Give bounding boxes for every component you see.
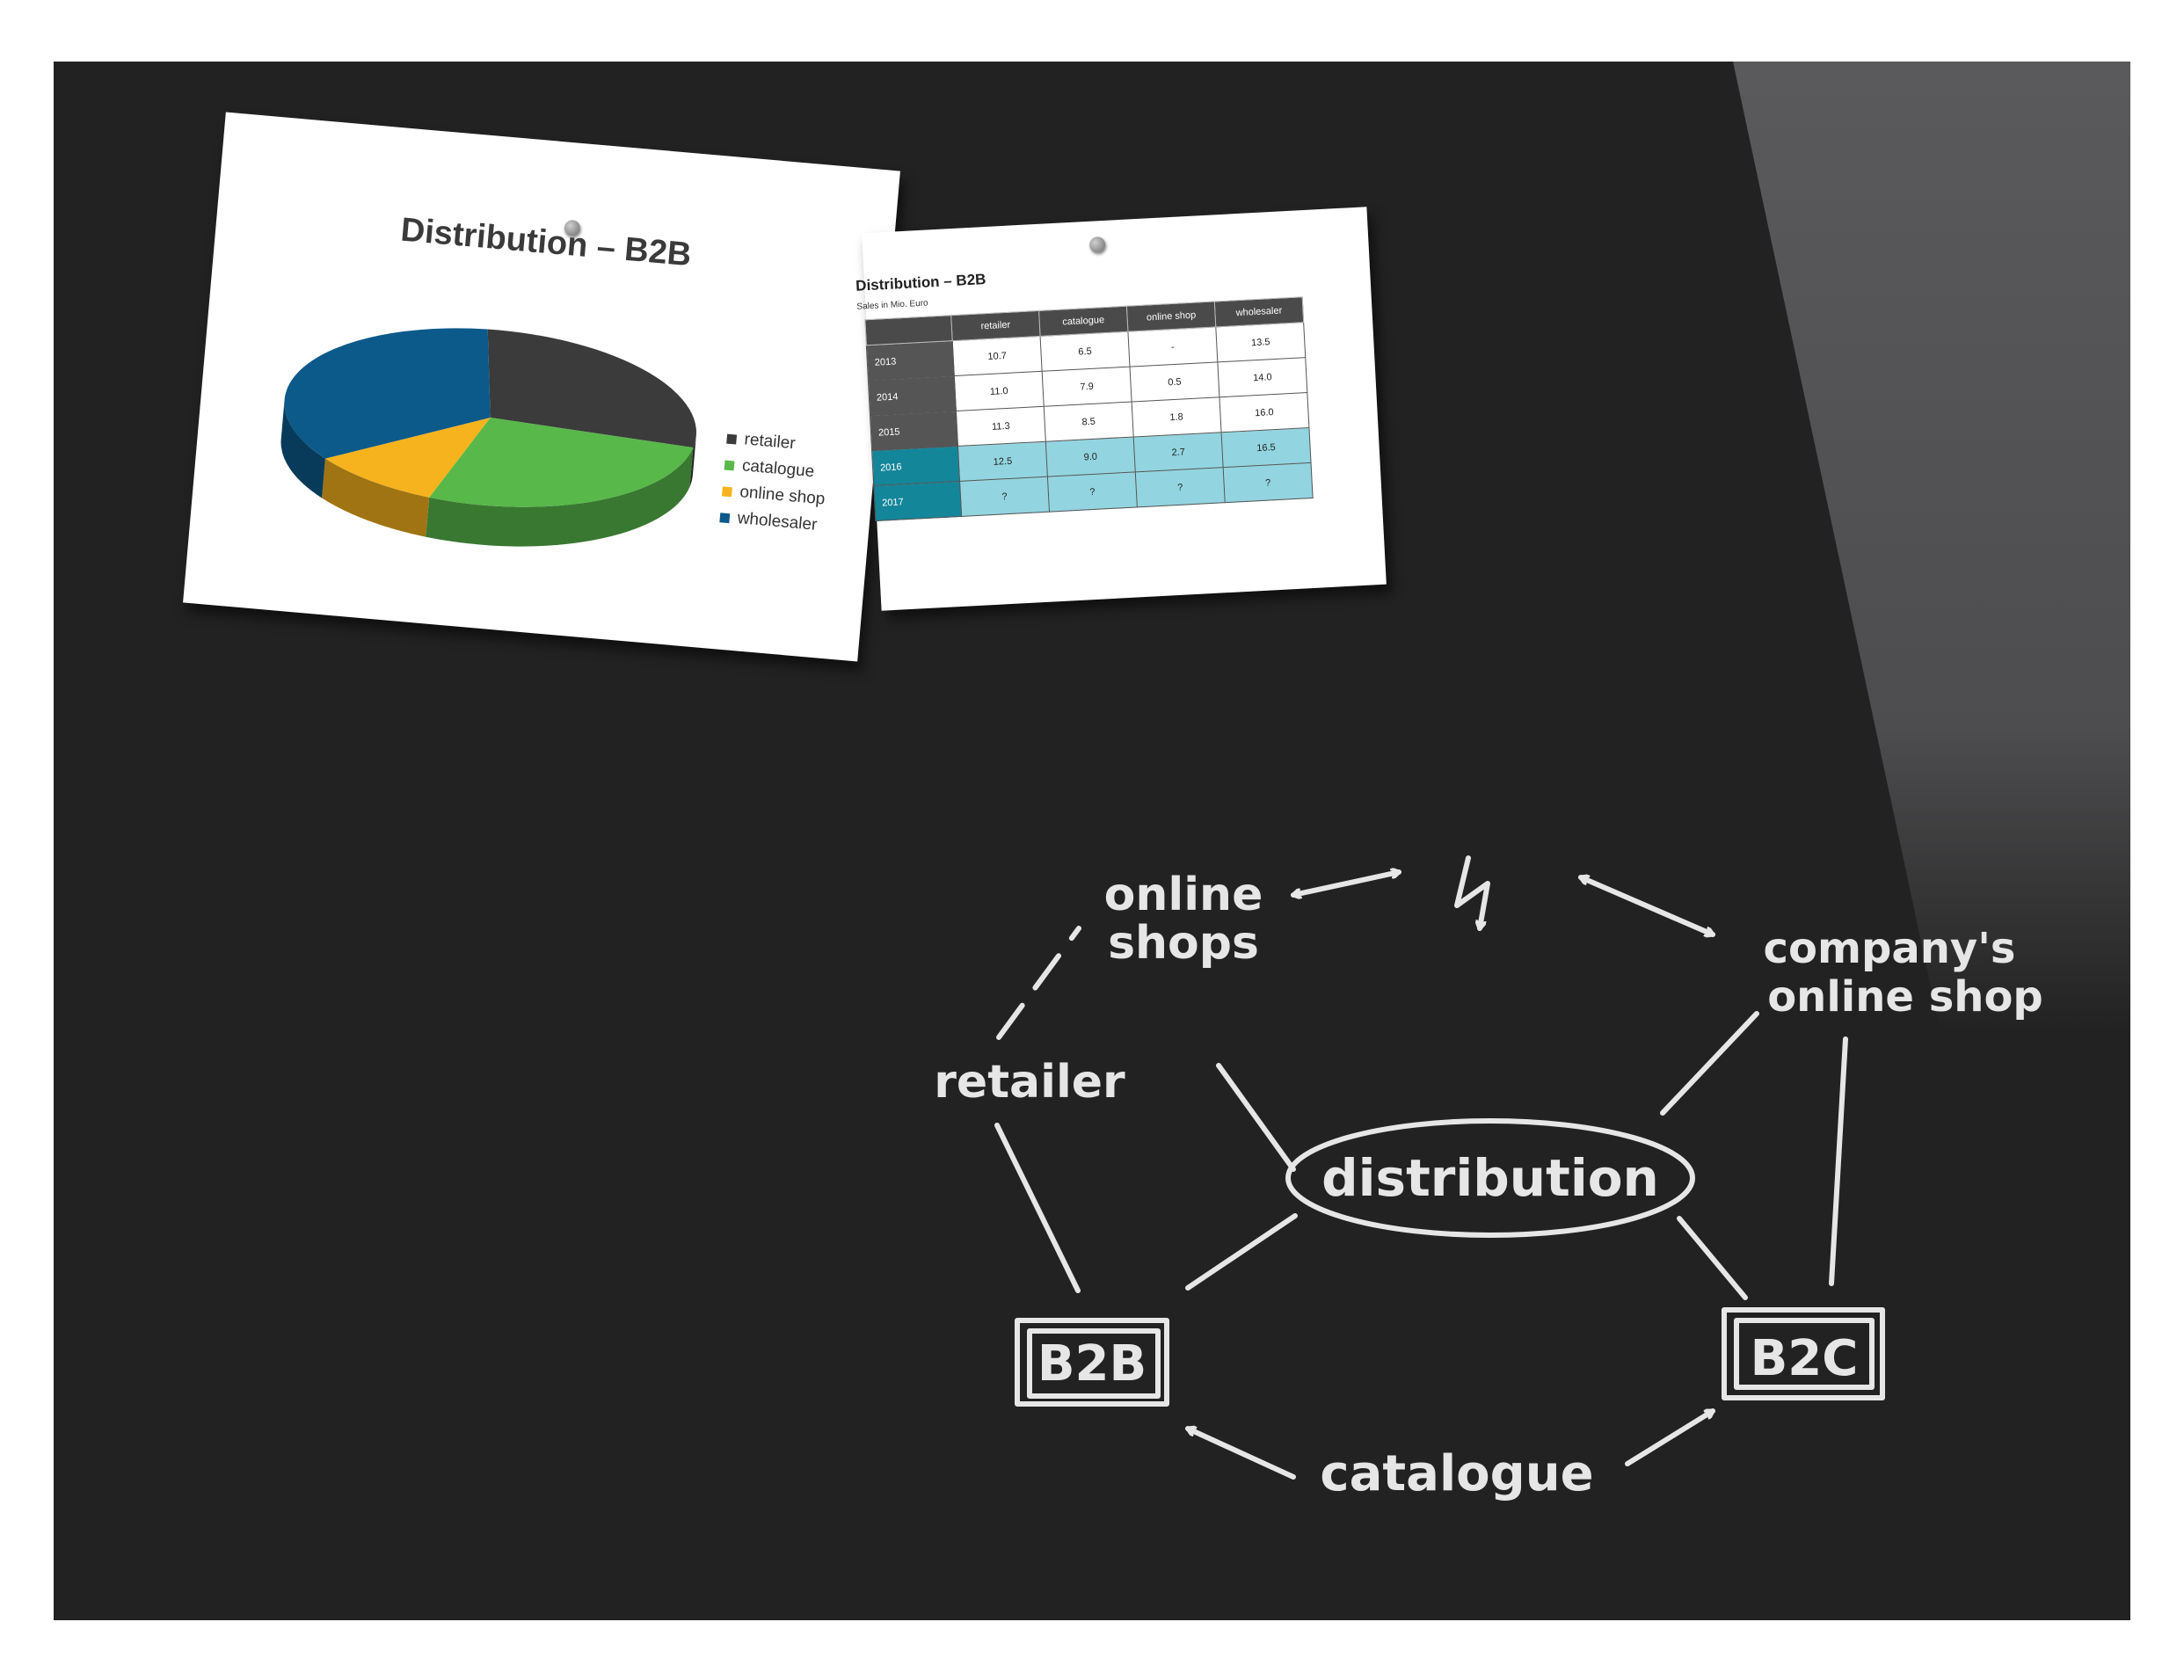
pie-side-wholesaler [280, 399, 325, 498]
label-b2c: B2C [1751, 1330, 1859, 1387]
pie-side-catalogue [426, 447, 694, 547]
board-glare [1733, 62, 2130, 1275]
label-online: online [1104, 869, 1263, 921]
chalk-diagram: distribution B2B B2C online shops compan… [934, 855, 2043, 1502]
connector-line [1660, 1011, 1759, 1116]
label-shops: shops [1108, 917, 1259, 970]
label-retailer: retailer [934, 1056, 1125, 1109]
connector-line [1829, 1036, 1848, 1286]
label-online-shop: online shop [1767, 972, 2043, 1022]
pie-slice-retailer [487, 329, 696, 448]
label-b2b: B2B [1037, 1335, 1147, 1393]
connector-line [1216, 1063, 1296, 1172]
b2c-box-inner [1734, 1318, 1875, 1390]
label-companys: company's [1764, 924, 2016, 973]
pie-slice-wholesaler [284, 328, 491, 459]
pie-slice-online-shop [324, 418, 491, 498]
connector-line-dashed [996, 926, 1081, 1040]
connector-line [1185, 1213, 1298, 1291]
connector-line [994, 1123, 1081, 1293]
double-arrow [1291, 872, 1401, 895]
pie-chart [280, 328, 696, 547]
pie-side-retailer [689, 435, 696, 487]
blackboard: Distribution – B2B retailer catalogue on… [54, 62, 2130, 1620]
b2b-box-inner [1027, 1328, 1161, 1399]
b2c-box [1722, 1307, 1885, 1400]
pie-chart-card: Distribution – B2B retailer catalogue on… [183, 112, 900, 662]
label-catalogue: catalogue [1320, 1445, 1593, 1502]
label-distribution: distribution [1321, 1148, 1659, 1208]
double-arrow [1578, 877, 1715, 935]
pie-slice-catalogue [429, 418, 694, 507]
connector-line [1677, 1216, 1748, 1300]
arrow-to-b2b [1185, 1429, 1296, 1480]
pie-side-online-shop [322, 458, 430, 537]
lightning-bolt-icon [1454, 855, 1490, 931]
distribution-ellipse [1285, 1118, 1695, 1238]
b2b-box [1015, 1318, 1169, 1407]
arrow-to-b2c [1625, 1408, 1715, 1466]
